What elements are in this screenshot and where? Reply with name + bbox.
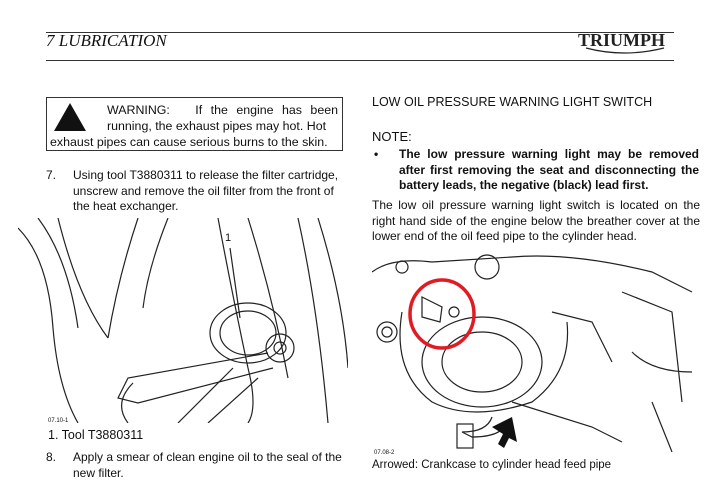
oil-pressure-switch-figure bbox=[372, 254, 693, 452]
header-rule-bottom bbox=[46, 60, 674, 61]
warning-text-3: exhaust pipes can cause serious burns to… bbox=[50, 135, 328, 149]
logo-swoosh bbox=[585, 47, 665, 54]
step-text: Using tool T3880311 to release the filte… bbox=[73, 168, 339, 213]
figure-caption: 1. Tool T3880311 bbox=[48, 428, 144, 442]
note-text: The low pressure warning light may be re… bbox=[399, 147, 699, 192]
section-heading: LOW OIL PRESSURE WARNING LIGHT SWITCH bbox=[372, 95, 653, 109]
bullet-icon: • bbox=[374, 147, 379, 161]
figure-code: 07.08-2 bbox=[374, 450, 395, 456]
warning-triangle-icon bbox=[54, 103, 86, 131]
figure-code: 07.10-1 bbox=[48, 418, 69, 424]
warning-text-2: running, the exhaust pipes may hot. Hot bbox=[107, 119, 327, 133]
header-rule-top bbox=[46, 32, 674, 33]
oil-filter-removal-figure bbox=[18, 218, 348, 423]
step-8: 8. Apply a smear of clean engine oil to … bbox=[46, 450, 346, 481]
note-label: NOTE: bbox=[372, 129, 412, 144]
section-title: 7 LUBRICATION bbox=[46, 31, 167, 50]
step-7: 7. Using tool T3880311 to release the fi… bbox=[46, 168, 346, 215]
step-text: Apply a smear of clean engine oil to the… bbox=[73, 450, 342, 480]
warning-text-1: If the engine has been bbox=[195, 103, 339, 117]
brand-logo-text: TRIUMPH bbox=[578, 30, 665, 50]
step-number: 7. bbox=[46, 168, 57, 182]
warning-label: WARNING: bbox=[107, 103, 170, 117]
step-number: 8. bbox=[46, 450, 57, 464]
note-bullet: • The low pressure warning light may be … bbox=[374, 147, 699, 194]
figure-caption: Arrowed: Crankcase to cylinder head feed… bbox=[372, 459, 612, 471]
warning-box: WARNING: If the engine has been running,… bbox=[46, 97, 343, 151]
figure-callout-1: 1 bbox=[225, 232, 232, 244]
brand-logo: TRIUMPH bbox=[578, 30, 665, 54]
body-paragraph: The low oil pressure warning light switc… bbox=[372, 198, 700, 243]
